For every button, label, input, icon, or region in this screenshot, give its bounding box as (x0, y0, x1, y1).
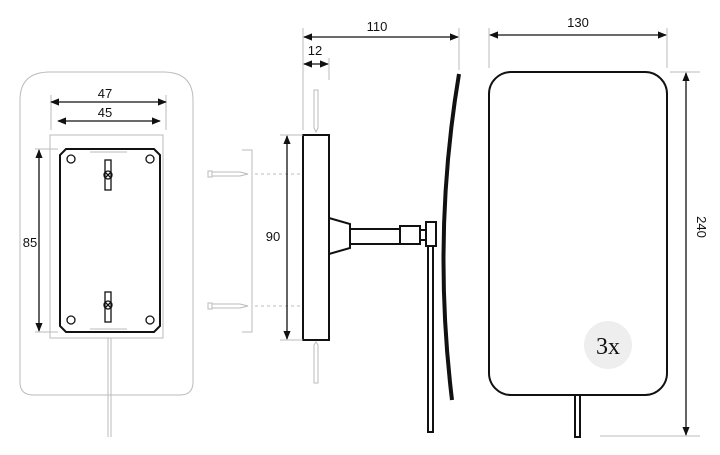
dim-plate-height: 85 (23, 235, 37, 250)
arm-rod (349, 228, 401, 245)
dim-plate-inner-width: 45 (98, 105, 112, 120)
dim-total-depth: 110 (367, 19, 388, 34)
back-plate-view: 47 45 85 (19, 71, 194, 437)
screw-icon (103, 170, 113, 310)
wall-mount-base (302, 134, 330, 341)
side-view: 110 12 90 (266, 19, 461, 433)
curved-mirror (441, 73, 461, 401)
dim-mount-height: 90 (266, 229, 280, 244)
magnification-label: 3x (596, 334, 620, 360)
mounting-plate (59, 148, 161, 333)
screw-icon (313, 89, 319, 384)
dim-plate-outer-width: 47 (98, 86, 112, 101)
arm-collar (399, 225, 421, 245)
magnification-badge (584, 321, 632, 369)
arm-cone (328, 216, 351, 256)
mirror-front (488, 71, 668, 396)
cable (574, 394, 581, 438)
plate-outline (49, 134, 164, 339)
front-view: 130 3x 240 (488, 15, 709, 438)
dim-mirror-width: 130 (567, 15, 589, 30)
dim-mirror-height: 240 (694, 216, 709, 238)
cable (427, 245, 434, 433)
arm-joint (425, 221, 437, 247)
keyhole-slot-top (104, 159, 112, 191)
wall-screws (207, 149, 312, 333)
mirror-outline (19, 71, 194, 396)
mounting-holes (66, 154, 155, 325)
dim-mount-depth: 12 (308, 43, 322, 58)
